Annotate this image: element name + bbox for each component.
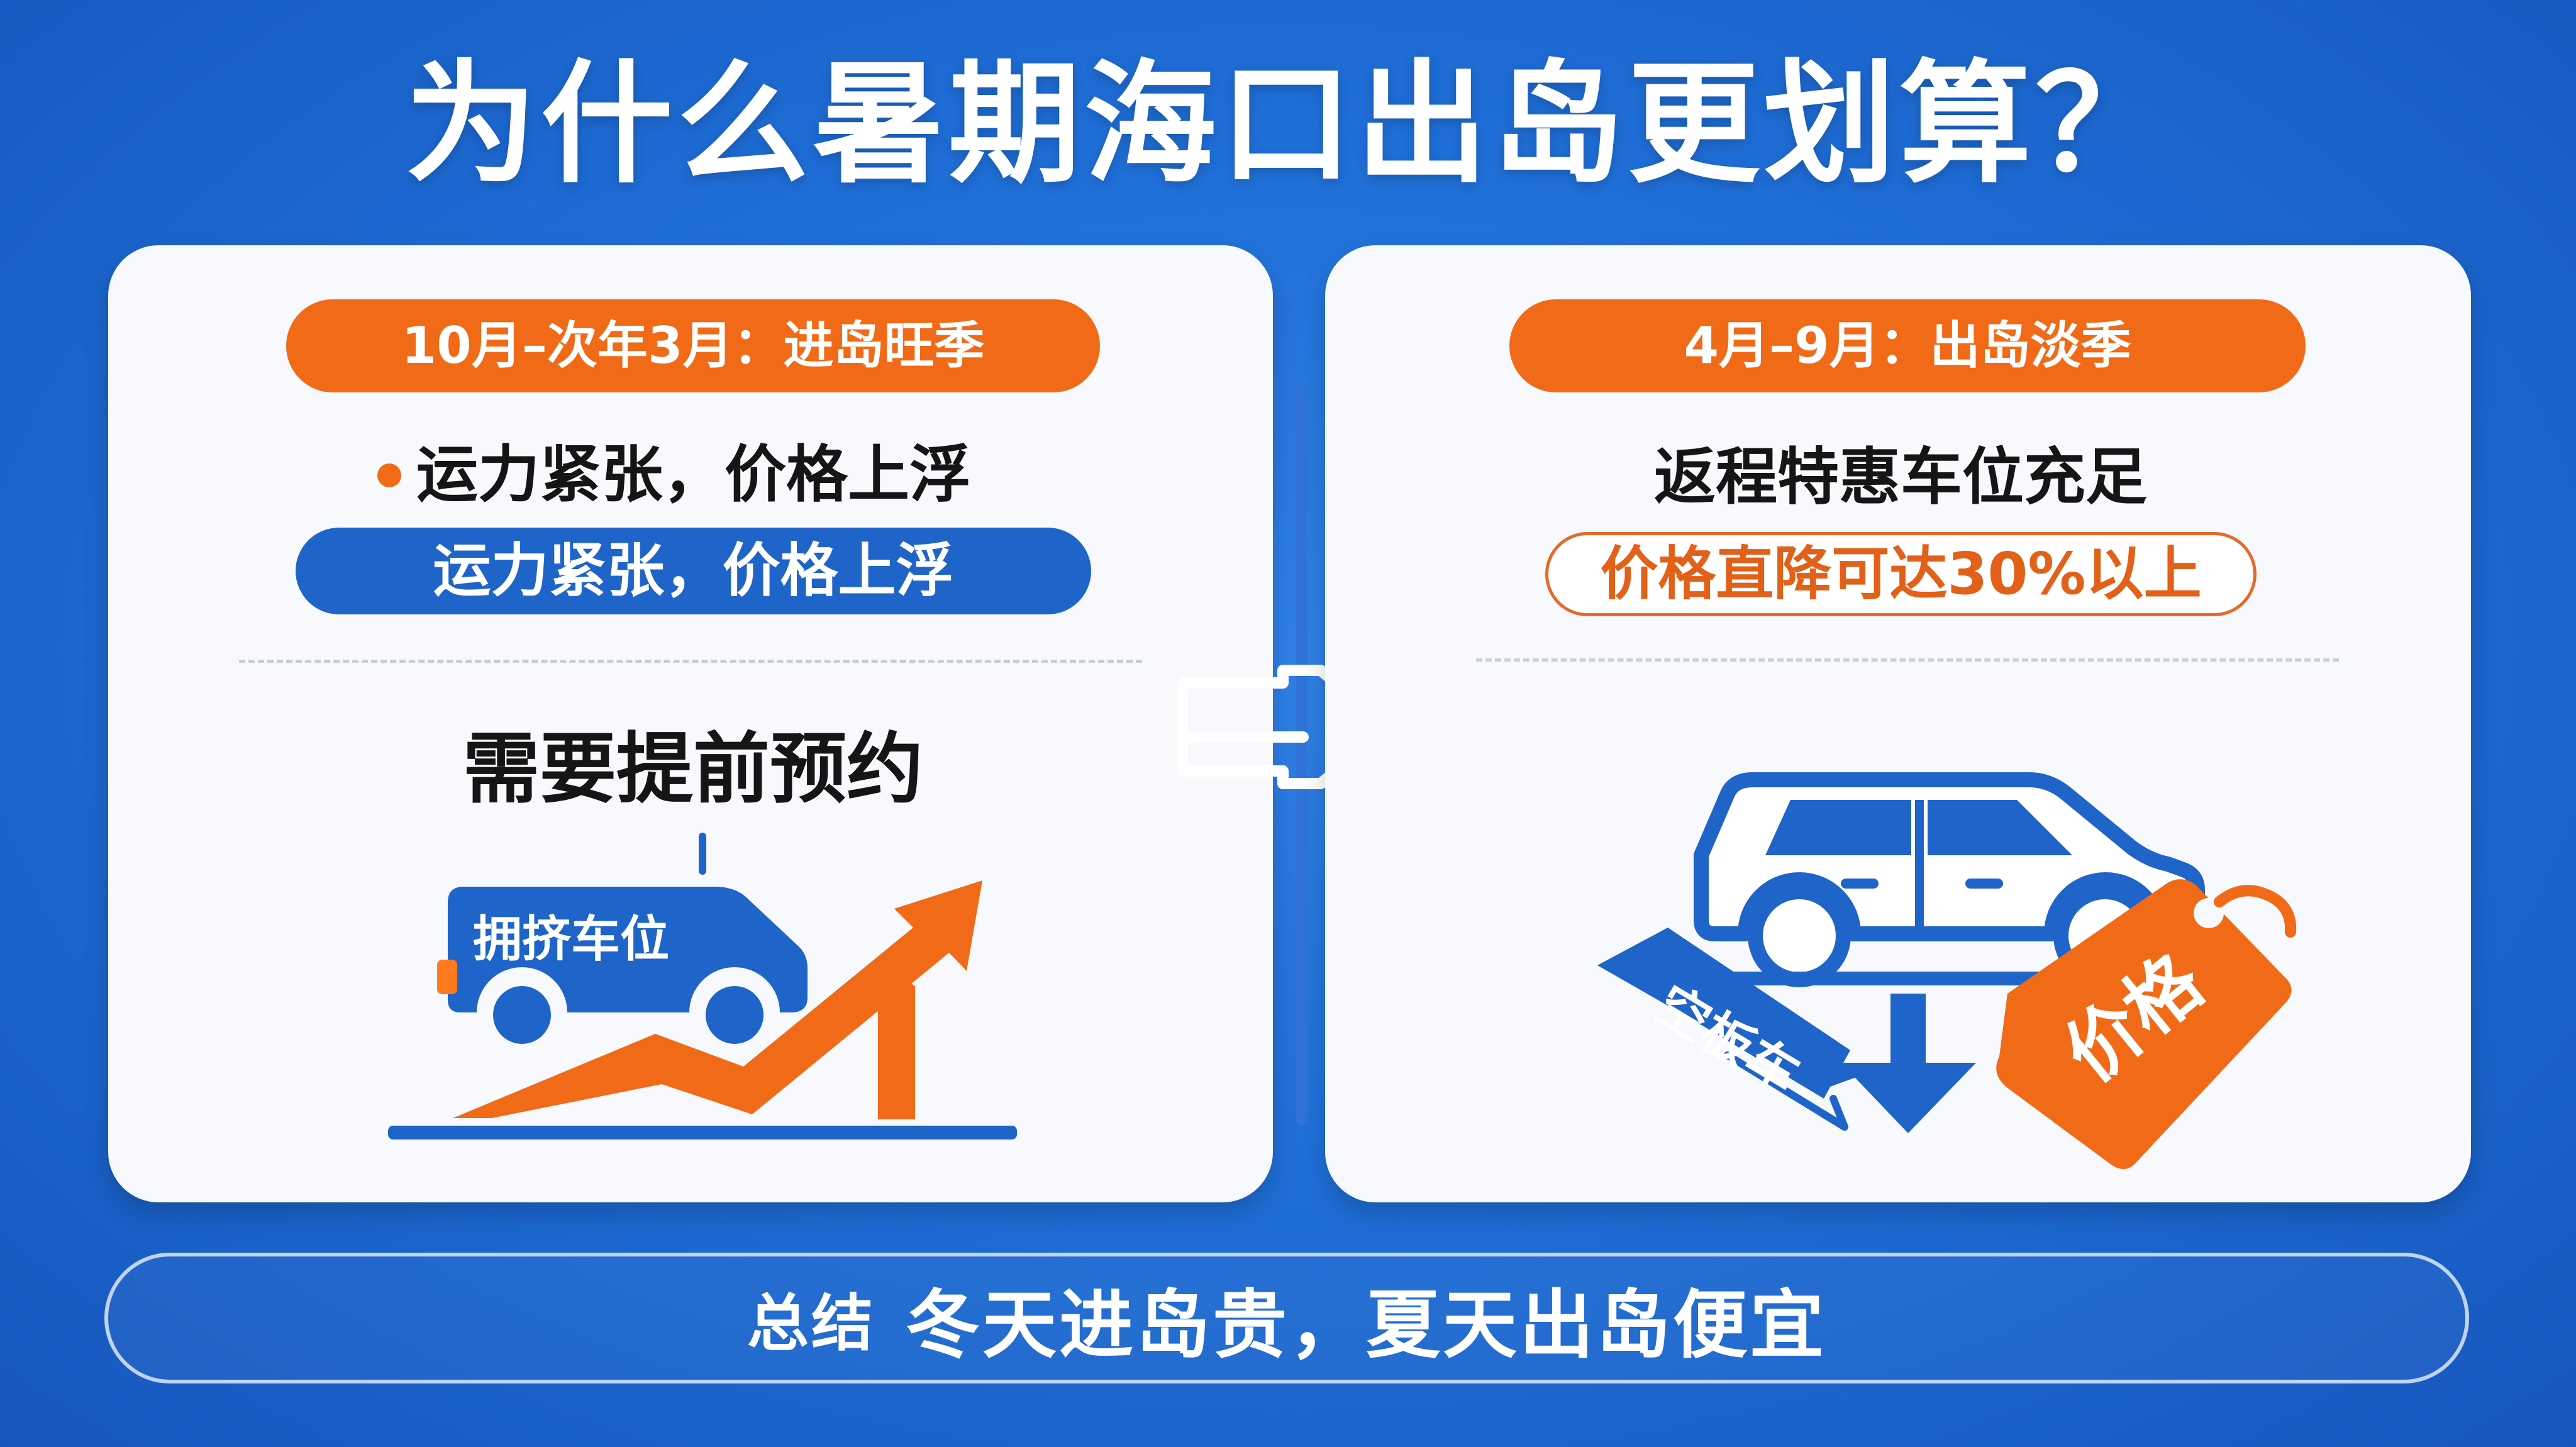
rising-price-arrow-icon: [388, 880, 1017, 1139]
right-panel: 4月–9月：出岛淡季 返程特惠车位充足 价格直降可达30%以上 空板车: [1325, 245, 2471, 1202]
crowded-van-icon: 拥挤车位: [437, 833, 808, 1054]
left-illustration: 拥挤车位: [388, 833, 1017, 1139]
trend-bar: [878, 987, 915, 1119]
car-wheel-front: [1748, 884, 1851, 987]
car-handle-front: [1841, 879, 1879, 889]
summary-box: 总结 冬天进岛贵，夏天出岛便宜: [104, 1253, 2469, 1383]
summary-label: 总结: [747, 1288, 875, 1360]
van-wheel-rear: [696, 976, 774, 1054]
down-arrow-icon: [1841, 994, 1976, 1133]
price-tag-string: [2214, 885, 2297, 938]
bullet-dot: [377, 463, 401, 487]
down-arrow-head: [1841, 1063, 1976, 1133]
vehicle-label: 拥挤车位: [473, 911, 669, 968]
empty-tag-shape: [1597, 928, 1850, 1099]
price-tag-icon: 价格: [1996, 879, 2297, 1170]
left-divider: [239, 660, 1142, 663]
trend-bar-top: [879, 959, 916, 987]
trend-arrow: [453, 880, 982, 1118]
summary-text: 冬天进岛贵，夏天出岛便宜: [906, 1281, 1827, 1368]
car-window-rear: [1928, 800, 2072, 855]
down-arrow-stem: [1890, 994, 1926, 1069]
right-divider: [1476, 658, 2339, 662]
van-tail-light: [437, 960, 457, 994]
van-body: [448, 887, 808, 1012]
summary-content: 总结 冬天进岛贵，夏天出岛便宜: [108, 1256, 2465, 1380]
discount-pill: 价格直降可达30%以上: [1545, 532, 2257, 616]
booking-text: 需要提前预约: [463, 724, 923, 814]
empty-tag-pointer: [1819, 1047, 1862, 1087]
right-illustration: 空板车 价格: [1597, 772, 2297, 1170]
ground-line: [388, 1126, 1017, 1139]
right-subtitle: 返程特惠车位充足: [1653, 441, 2147, 513]
car-window-front: [1765, 800, 1911, 855]
left-season-pill: 10月–次年3月：进岛旺季: [286, 299, 1100, 392]
right-season-pill: 4月–9月：出岛淡季: [1509, 299, 2306, 392]
car-handle-rear: [1965, 879, 2003, 889]
price-tag-shape: [1996, 879, 2292, 1170]
page-title: 为什么暑期海口出岛更划算？: [404, 47, 2171, 201]
left-panel: 10月–次年3月：进岛旺季 运力紧张，价格上浮 运力紧张，价格上浮 需要提前预约…: [108, 245, 1273, 1202]
left-highlight-pill: 运力紧张，价格上浮: [296, 528, 1091, 614]
van-wheel-front: [483, 976, 561, 1054]
empty-tag-arrow-head: [1818, 1095, 1848, 1131]
left-bullet-text: 运力紧张，价格上浮: [416, 439, 972, 511]
